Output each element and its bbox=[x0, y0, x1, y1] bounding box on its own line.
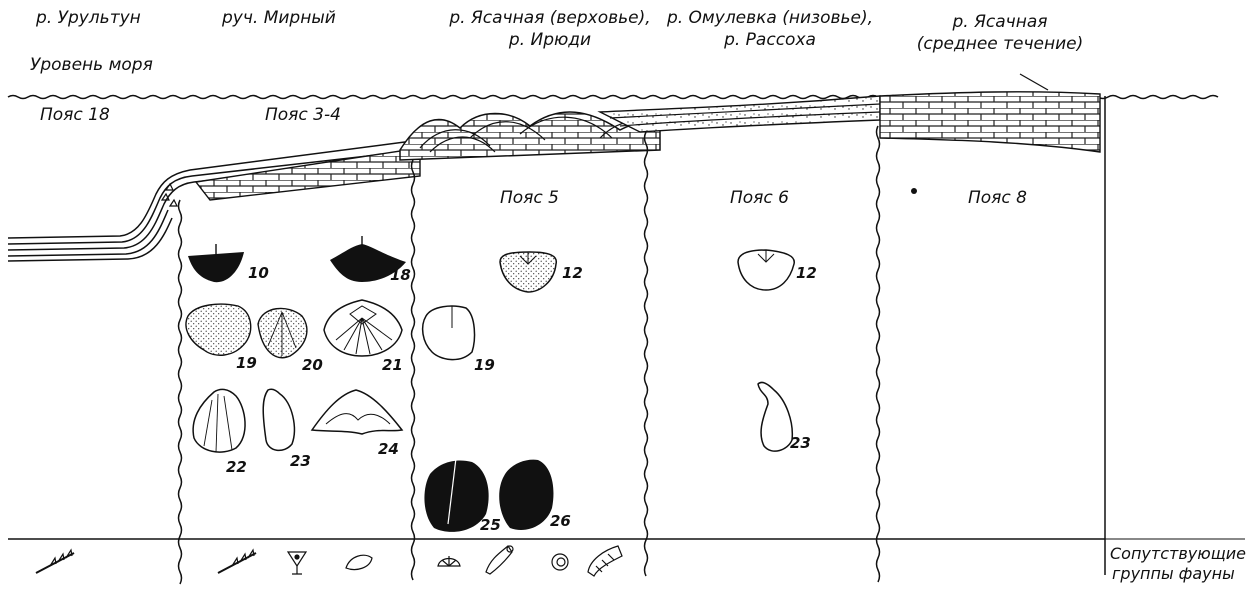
shelf-limestone-band bbox=[196, 148, 420, 200]
location-mirny: руч. Мирный bbox=[222, 8, 336, 28]
fossil-label-19a: 19 bbox=[236, 354, 257, 372]
fossil-label-19b: 19 bbox=[474, 356, 495, 374]
boundary-4 bbox=[877, 126, 880, 582]
fossil-23b-shell bbox=[758, 382, 792, 451]
fossil-22-shell bbox=[193, 389, 245, 452]
fossil-21-shell bbox=[324, 300, 402, 356]
ostracod-icon bbox=[346, 555, 372, 569]
location-urultun: р. Урультун bbox=[36, 8, 141, 28]
platform-limestone-band bbox=[880, 92, 1100, 152]
belt-6-label: Пояс 6 bbox=[730, 188, 789, 208]
location-yasachnaya-upper-2: р. Ирюди bbox=[430, 30, 670, 50]
graptolite-icon-2 bbox=[218, 550, 256, 573]
fossil-label-24: 24 bbox=[378, 440, 399, 458]
fossil-19b-shell bbox=[423, 306, 475, 360]
cephalopod-icon bbox=[588, 546, 622, 576]
crinoid-calyx-icon bbox=[288, 552, 306, 574]
ink-dot bbox=[911, 188, 917, 194]
fossil-label-25: 25 bbox=[480, 516, 501, 534]
fauna-label-line-2: группы фауны bbox=[1112, 564, 1235, 584]
fossil-23a-shell bbox=[263, 389, 294, 450]
fossil-26-shell bbox=[499, 460, 553, 530]
graptolite-icon-1 bbox=[36, 550, 74, 573]
fossil-label-12a: 12 bbox=[562, 264, 583, 282]
location-omulevka-2: р. Рассоха bbox=[650, 30, 890, 50]
fossil-label-18: 18 bbox=[390, 266, 411, 284]
horn-coral-icon bbox=[486, 546, 513, 574]
fossil-25-shell bbox=[424, 461, 488, 532]
location-yasachnaya-mid-1: р. Ясачная bbox=[880, 12, 1120, 32]
fossil-19a-shell bbox=[186, 304, 251, 355]
belt-8-label: Пояс 8 bbox=[968, 188, 1027, 208]
boundary-1 bbox=[179, 200, 182, 584]
belt-18-label: Пояс 18 bbox=[40, 105, 110, 125]
fossil-label-20: 20 bbox=[302, 356, 323, 374]
belt-3-4-label: Пояс 3-4 bbox=[265, 105, 341, 125]
fauna-icons bbox=[36, 546, 622, 576]
boundary-3 bbox=[645, 132, 648, 576]
fossil-24-shell bbox=[312, 390, 402, 434]
fossil-label-21: 21 bbox=[382, 356, 403, 374]
location-omulevka-1: р. Омулевка (низовье), bbox=[650, 8, 890, 28]
fossil-label-22: 22 bbox=[226, 458, 247, 476]
fossil-label-26: 26 bbox=[550, 512, 571, 530]
location-yasachnaya-mid-2: (среднее течение) bbox=[880, 34, 1120, 54]
leader-line bbox=[1020, 74, 1048, 90]
gastropod-icon bbox=[552, 554, 568, 570]
sea-level-label: Уровень моря bbox=[30, 55, 153, 75]
belt-5-label: Пояс 5 bbox=[500, 188, 559, 208]
fossil-10-shell bbox=[188, 252, 244, 282]
coral-icon bbox=[438, 556, 460, 566]
fauna-label-line-1: Сопутствующие bbox=[1110, 544, 1246, 564]
fossil-label-23a: 23 bbox=[290, 452, 311, 470]
fossil-label-12b: 12 bbox=[796, 264, 817, 282]
fossil-label-10: 10 bbox=[248, 264, 269, 282]
location-yasachnaya-upper-1: р. Ясачная (верховье), bbox=[430, 8, 670, 28]
fossil-label-23b: 23 bbox=[790, 434, 811, 452]
boundary-2 bbox=[412, 160, 415, 580]
